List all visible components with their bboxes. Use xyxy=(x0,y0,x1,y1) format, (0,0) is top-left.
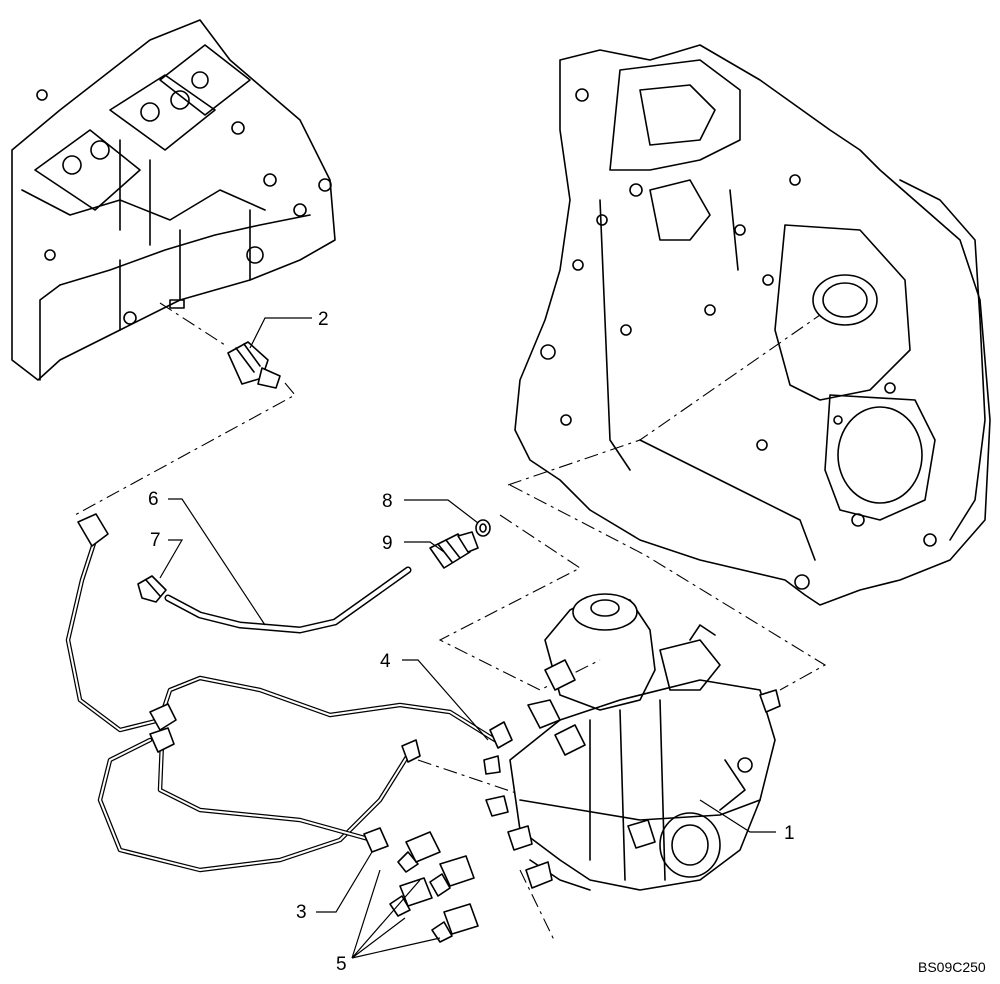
connector-part-9 xyxy=(429,531,479,569)
seal-ring-part-8 xyxy=(475,519,491,537)
wiring-harness xyxy=(65,513,513,873)
callout-7: 7 xyxy=(150,530,161,551)
gear-housing xyxy=(514,44,991,606)
sensor-part-2 xyxy=(227,341,281,389)
assembly-lines xyxy=(74,302,827,943)
callout-6: 6 xyxy=(148,489,159,510)
callout-labels: 2 6 7 8 9 4 1 3 5 xyxy=(148,309,795,975)
banjo-fitting-part-7 xyxy=(137,575,167,603)
connector-part-3 xyxy=(363,827,389,853)
injection-pump-part-1 xyxy=(485,593,781,891)
reference-code: BS09C250 xyxy=(918,959,986,975)
callout-2: 2 xyxy=(318,309,329,330)
cylinder-head xyxy=(11,19,336,381)
callout-3: 3 xyxy=(296,902,307,923)
callout-9: 9 xyxy=(382,533,393,554)
fuel-hose-part-6 xyxy=(164,566,412,634)
callout-8: 8 xyxy=(382,491,393,512)
leader-lines xyxy=(159,317,776,959)
connector-part-4 xyxy=(483,755,501,775)
callout-4: 4 xyxy=(380,651,391,672)
fittings-part-5 xyxy=(389,831,479,943)
callout-5: 5 xyxy=(336,954,347,975)
callout-1: 1 xyxy=(784,823,795,844)
